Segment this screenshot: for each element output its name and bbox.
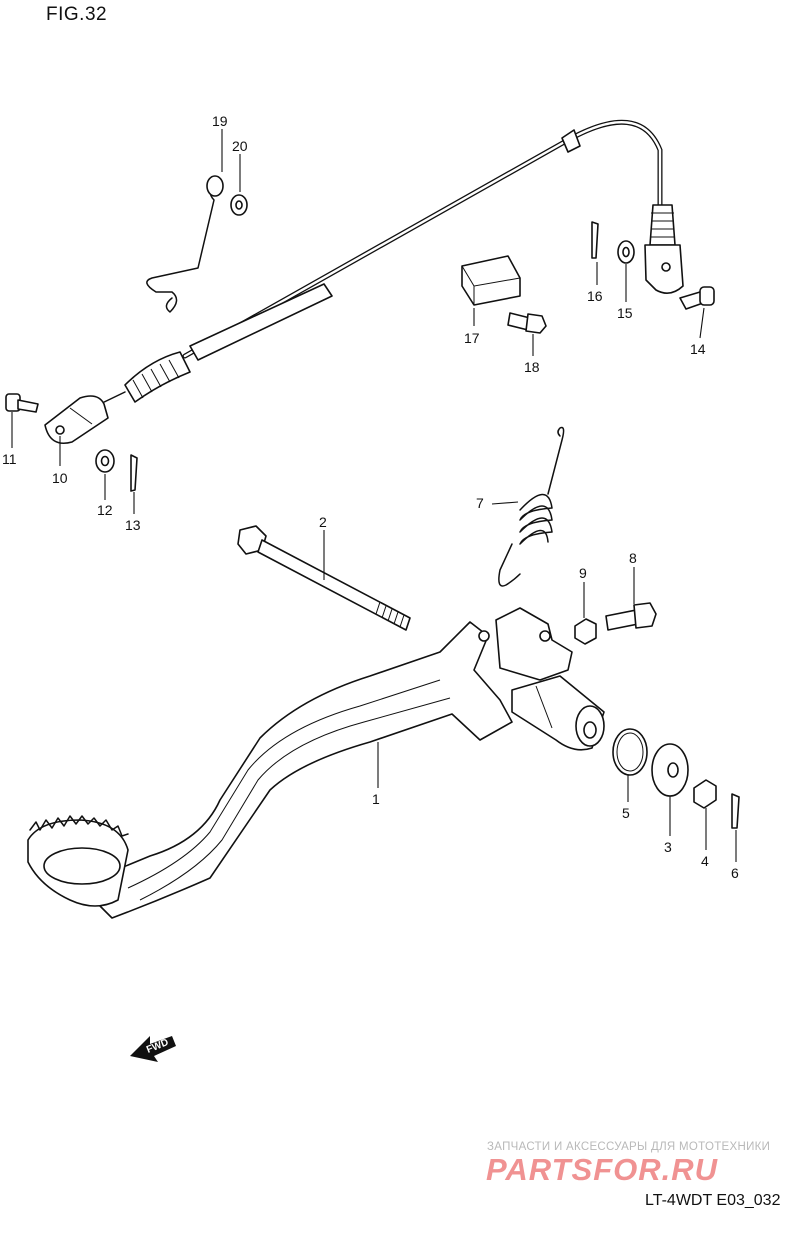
callout-6: 6 — [731, 865, 739, 881]
callout-1: 1 — [372, 791, 380, 807]
callout-3: 3 — [664, 839, 672, 855]
callout-12: 12 — [97, 502, 113, 518]
pivot-bolt-2 — [237, 525, 411, 631]
callout-18: 18 — [524, 359, 540, 375]
callout-17: 17 — [464, 330, 480, 346]
bolt-18 — [507, 312, 547, 334]
cable-ferrule — [561, 129, 581, 153]
bolt-8 — [605, 602, 657, 631]
nut-9 — [574, 618, 597, 645]
drawing-code: LT-4WDT E03_032 — [645, 1192, 781, 1209]
cable-bellows — [124, 351, 191, 403]
callout-10: 10 — [52, 470, 68, 486]
cotter-pin-16 — [591, 221, 599, 259]
clevis-pin-11 — [5, 393, 39, 413]
figure-title: FIG.32 — [46, 4, 108, 25]
clevis-pin-14 — [679, 286, 715, 310]
brake-rod-19 — [146, 175, 224, 313]
callout-2: 2 — [319, 514, 327, 530]
callout-4: 4 — [701, 853, 709, 869]
fwd-direction-arrow: FWD — [130, 1036, 176, 1062]
callout-11: 11 — [2, 451, 17, 467]
callout-8: 8 — [629, 550, 637, 566]
callout-20: 20 — [232, 138, 248, 154]
callout-14: 14 — [690, 341, 706, 357]
callout-19: 19 — [212, 113, 228, 129]
cable-clamp-17 — [461, 255, 521, 306]
watermark-logo: PARTSFOR.RU — [486, 1152, 719, 1187]
callout-5: 5 — [622, 805, 630, 821]
cable-clevis-10 — [44, 395, 109, 444]
leader-lines — [11, 129, 737, 862]
watermark-tagline: ЗАПЧАСТИ И АКСЕССУАРЫ ДЛЯ МОТОТЕХНИКИ — [487, 1141, 771, 1153]
callout-9: 9 — [579, 565, 587, 581]
washer-3 — [651, 743, 689, 797]
brake-cable — [5, 119, 715, 492]
callout-13: 13 — [125, 517, 141, 533]
brake-pedal-1 — [27, 607, 605, 919]
callout-15: 15 — [617, 305, 633, 321]
cotter-pin-13 — [130, 454, 138, 492]
callout-16: 16 — [587, 288, 603, 304]
cable-sheath-sleeve — [189, 283, 333, 361]
nut-4 — [693, 779, 717, 809]
callout-7: 7 — [476, 495, 484, 511]
return-spring-7 — [498, 426, 565, 587]
cotter-pin-6 — [731, 793, 740, 829]
cable-upper-end — [644, 204, 684, 294]
